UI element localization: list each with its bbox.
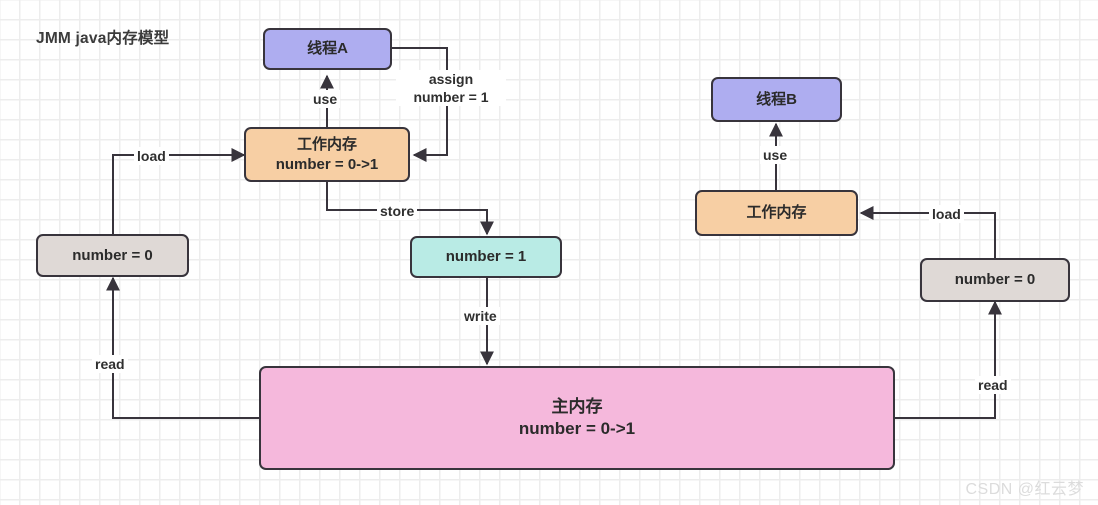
node-main-memory-title: 主内存 — [551, 396, 603, 416]
node-variable-right[interactable]: number = 0 — [920, 258, 1070, 302]
node-thread-a-label: 线程A — [307, 40, 348, 58]
page-title: JMM java内存模型 — [36, 30, 170, 47]
node-variable-right-label: number = 0 — [954, 271, 1036, 289]
node-thread-b[interactable]: 线程B — [711, 77, 842, 122]
node-thread-b-label: 线程B — [756, 90, 797, 108]
edge-label-load-b: load — [929, 205, 964, 224]
node-variable-left[interactable]: number = 0 — [36, 234, 189, 277]
edge-label-use-b: use — [760, 146, 791, 165]
node-thread-a[interactable]: 线程A — [263, 28, 392, 70]
edge-load-a — [112, 148, 246, 234]
edge-label-write-a: write — [461, 307, 500, 326]
edge-label-assign-a: assign number = 1 — [396, 70, 506, 107]
edge-read-b — [895, 300, 1002, 419]
edge-label-store-a: store — [377, 202, 418, 221]
node-main-memory[interactable]: 主内存 number = 0->1 — [259, 366, 895, 470]
watermark: CSDN @红云梦 — [965, 481, 1084, 498]
edge-label-assign-a-line2: number = 1 — [413, 89, 489, 106]
node-variable-teal-label: number = 1 — [445, 248, 527, 266]
node-working-memory-a[interactable]: 工作内存 number = 0->1 — [244, 127, 410, 182]
edge-load-b — [859, 206, 996, 258]
node-working-memory-a-title: 工作内存 — [296, 135, 357, 153]
edge-label-read-a: read — [92, 355, 128, 374]
edge-label-assign-a-line1: assign — [428, 71, 474, 87]
node-main-memory-value: number = 0->1 — [518, 419, 636, 438]
node-working-memory-a-value: number = 0->1 — [275, 155, 379, 173]
edge-read-a — [106, 276, 260, 419]
node-working-memory-b[interactable]: 工作内存 — [695, 190, 858, 236]
node-variable-teal[interactable]: number = 1 — [410, 236, 562, 278]
node-variable-left-label: number = 0 — [72, 246, 153, 264]
edge-label-load-a: load — [134, 147, 169, 166]
edge-label-read-b: read — [975, 376, 1011, 395]
node-working-memory-b-title: 工作内存 — [746, 204, 807, 222]
edge-label-use-a: use — [310, 90, 341, 109]
